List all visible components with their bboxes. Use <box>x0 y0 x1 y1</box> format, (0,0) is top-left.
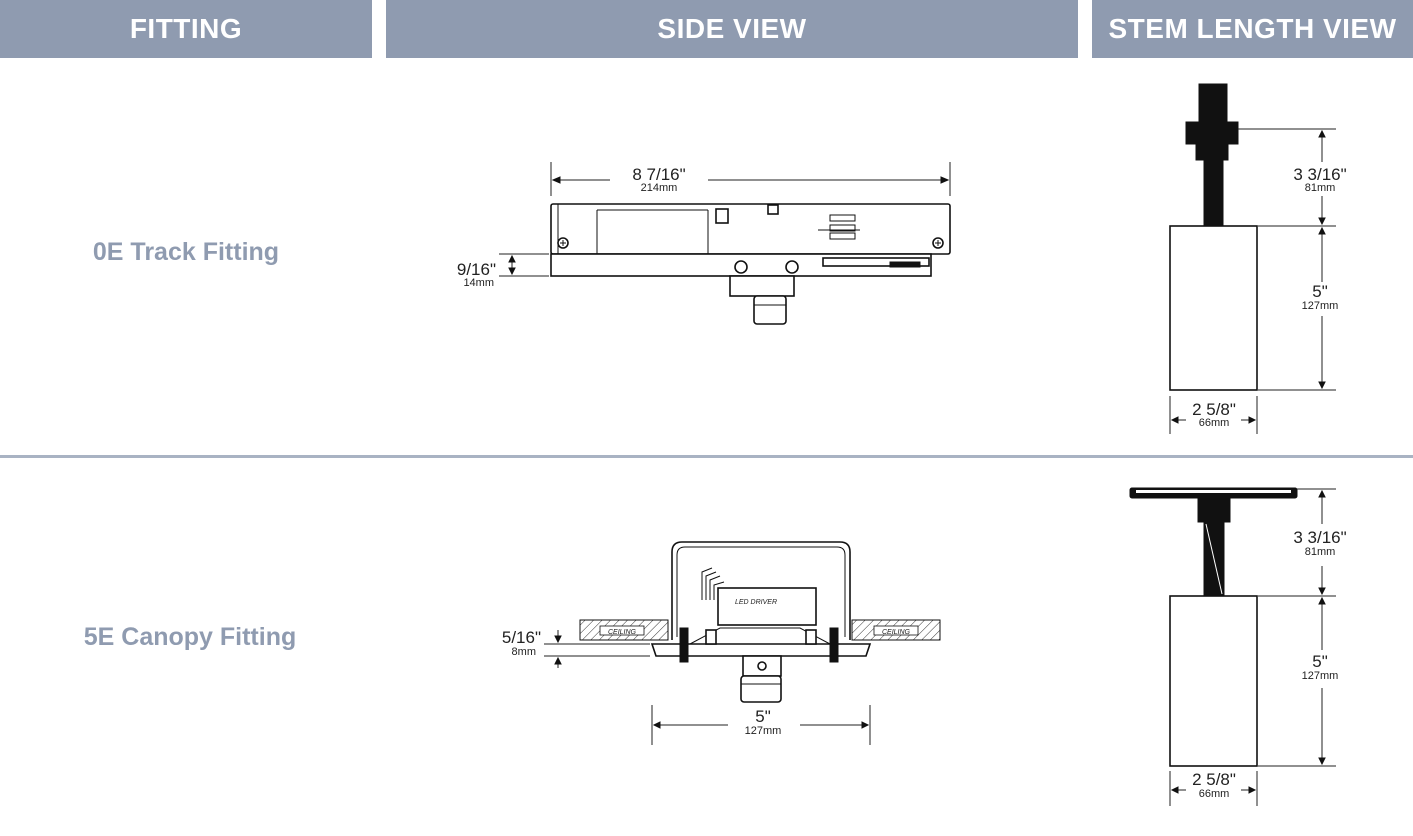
ceiling-label-left: CEILING <box>608 629 637 636</box>
canopy-body-length-inches: 5" <box>1312 652 1328 671</box>
canopy-stem-length-inches: 3 3/16" <box>1293 528 1346 547</box>
row-divider <box>0 455 1413 458</box>
canopy-width-inches: 5" <box>755 707 771 726</box>
canopy-height-mm: 8mm <box>512 646 536 658</box>
track-body-length-mm: 127mm <box>1302 300 1339 312</box>
canopy-fitting-stem-view: 3 3/16" 81mm 5" 127mm 2 5/8" 66mm <box>1129 487 1347 806</box>
track-width-inches: 8 7/16" <box>632 165 685 184</box>
canopy-height-inches: 5/16" <box>502 628 541 647</box>
canopy-diameter-mm: 66mm <box>1199 788 1230 800</box>
canopy-fitting-side-view: LED DRIVER CEILING CEILING 5/16" 8mm <box>502 541 941 745</box>
track-body-length-inches: 5" <box>1312 282 1328 301</box>
track-width-mm: 214mm <box>641 182 678 194</box>
track-fitting-side-view: 8 7/16" 214mm 9/16 <box>457 162 951 325</box>
track-height-inches: 9/16" <box>457 260 496 279</box>
canopy-diameter-inches: 2 5/8" <box>1192 770 1236 789</box>
header-fitting: FITTING <box>0 0 372 58</box>
fitting-name-canopy: 5E Canopy Fitting <box>83 623 297 651</box>
header-stem-length-view: STEM LENGTH VIEW <box>1092 0 1413 58</box>
ceiling-label-right: CEILING <box>882 629 911 636</box>
led-driver-label: LED DRIVER <box>735 599 777 606</box>
header-side-view: SIDE VIEW <box>386 0 1078 58</box>
track-diameter-mm: 66mm <box>1199 417 1230 429</box>
fitting-name-track: 0E Track Fitting <box>92 238 280 266</box>
canopy-stem-length-mm: 81mm <box>1305 546 1336 558</box>
canopy-body-length-mm: 127mm <box>1302 670 1339 682</box>
canopy-width-mm: 127mm <box>745 725 782 737</box>
track-fitting-stem-view: 3 3/16" 81mm 5" 127mm 2 5/8" 66mm <box>1169 83 1347 434</box>
track-stem-length-mm: 81mm <box>1305 182 1336 194</box>
track-diameter-inches: 2 5/8" <box>1192 400 1236 419</box>
track-height-mm: 14mm <box>463 277 494 289</box>
track-stem-length-inches: 3 3/16" <box>1293 165 1346 184</box>
